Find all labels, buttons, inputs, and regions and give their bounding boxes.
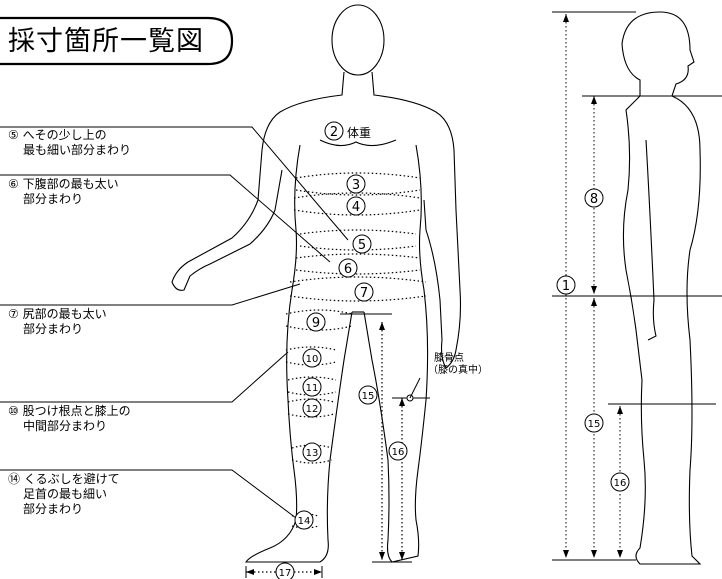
side-guide-lines <box>552 11 722 561</box>
marker-5: 5 <box>352 234 372 254</box>
title-frame <box>0 16 234 66</box>
marker-15a: 15 <box>358 385 378 405</box>
marker-10: 10 <box>302 348 322 368</box>
marker-14: 14 <box>294 510 314 530</box>
side-body-outline <box>621 11 702 565</box>
note-14: ⑭ くるぶしを避けて足首の最も細い部分まわり <box>8 472 120 516</box>
marker-13: 13 <box>302 442 322 462</box>
svg-text:16: 16 <box>614 478 627 489</box>
marker-16a: 16 <box>388 441 408 461</box>
svg-text:13: 13 <box>306 448 319 459</box>
svg-text:8: 8 <box>590 192 598 207</box>
marker-7: 7 <box>354 282 374 302</box>
svg-text:9: 9 <box>312 316 320 331</box>
marker-2: 2 <box>324 121 344 141</box>
marker-12: 12 <box>302 398 322 418</box>
weight-label: 体重 <box>347 126 372 140</box>
note-10: ⑩ 股つけ根点と膝上の中間部分まわり <box>8 404 131 433</box>
svg-text:1: 1 <box>562 279 570 294</box>
svg-text:14: 14 <box>298 516 311 527</box>
marker-3: 3 <box>346 174 366 194</box>
svg-text:10: 10 <box>306 354 319 365</box>
svg-text:3: 3 <box>352 178 360 193</box>
svg-text:7: 7 <box>360 286 368 301</box>
svg-text:6: 6 <box>344 262 352 277</box>
marker-4: 4 <box>346 196 366 216</box>
note-7: ⑦ 尻部の最も太い部分まわり <box>8 307 107 336</box>
svg-text:15: 15 <box>588 419 601 430</box>
knee-point-label: 膝骨点 （膝の真中） <box>428 353 488 376</box>
svg-text:15: 15 <box>362 391 375 402</box>
markers: 1 2 3 4 5 6 7 8 9 10 11 12 13 14 15 16 1… <box>275 121 630 579</box>
svg-text:12: 12 <box>306 404 319 415</box>
front-body-outline <box>171 4 462 563</box>
arrowheads <box>246 14 623 575</box>
marker-15b: 15 <box>584 413 604 433</box>
marker-1: 1 <box>556 275 576 295</box>
svg-text:16: 16 <box>392 447 405 458</box>
title-box: 採寸箇所一覧図 <box>0 16 232 64</box>
front-guide-lines <box>0 126 430 578</box>
note-6: ⑥ 下腹部の最も太い部分まわり <box>8 177 119 206</box>
svg-text:4: 4 <box>352 200 360 215</box>
marker-17: 17 <box>275 562 295 579</box>
front-girth-lines <box>246 172 427 573</box>
svg-text:17: 17 <box>279 568 292 579</box>
svg-text:11: 11 <box>306 383 319 394</box>
marker-11: 11 <box>302 377 322 397</box>
marker-16b: 16 <box>610 472 630 492</box>
marker-9: 9 <box>306 312 326 332</box>
marker-6: 6 <box>338 258 358 278</box>
svg-text:5: 5 <box>358 238 366 253</box>
marker-8: 8 <box>584 188 604 208</box>
page-title: 採寸箇所一覧図 <box>8 26 204 57</box>
svg-text:2: 2 <box>330 125 338 140</box>
note-5: ⑤ へその少し上の最も細い部分まわり <box>8 128 132 157</box>
